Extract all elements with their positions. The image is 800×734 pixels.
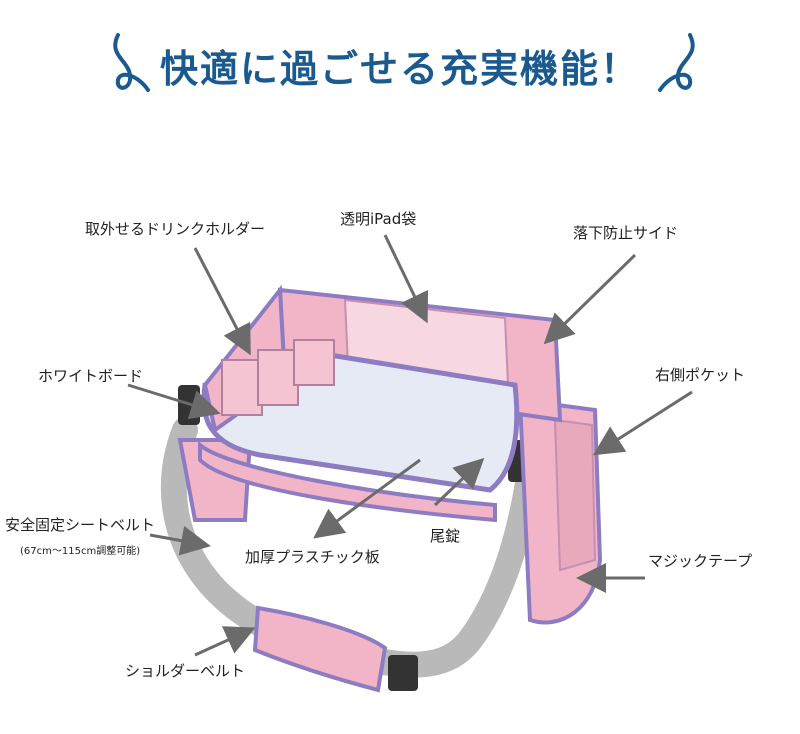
page-title: 快適に過ごせる充実機能！ bbox=[159, 47, 640, 91]
seat-belt-note: (67cm〜115cm調整可能) bbox=[20, 546, 141, 557]
tail-lock-label: 尾錠 bbox=[430, 527, 461, 545]
plastic-board-label: 加厚プラスチック板 bbox=[245, 548, 380, 566]
shoulder-belt-label: ショルダーベルト bbox=[125, 662, 246, 680]
right-swirl-icon bbox=[658, 33, 695, 92]
magic-tape-label: マジックテープ bbox=[648, 552, 753, 570]
drink-holder-label: 取外せるドリンクホルダー bbox=[85, 220, 266, 238]
fall-guard-label: 落下防止サイド bbox=[573, 224, 679, 242]
whiteboard-label: ホワイトボード bbox=[38, 367, 144, 385]
left-swirl-icon bbox=[113, 33, 150, 92]
right-pocket-label: 右側ポケット bbox=[655, 366, 746, 384]
seat-belt-label: 安全固定シートベルト bbox=[5, 516, 156, 534]
ipad-bag-label: 透明iPad袋 bbox=[340, 210, 417, 228]
